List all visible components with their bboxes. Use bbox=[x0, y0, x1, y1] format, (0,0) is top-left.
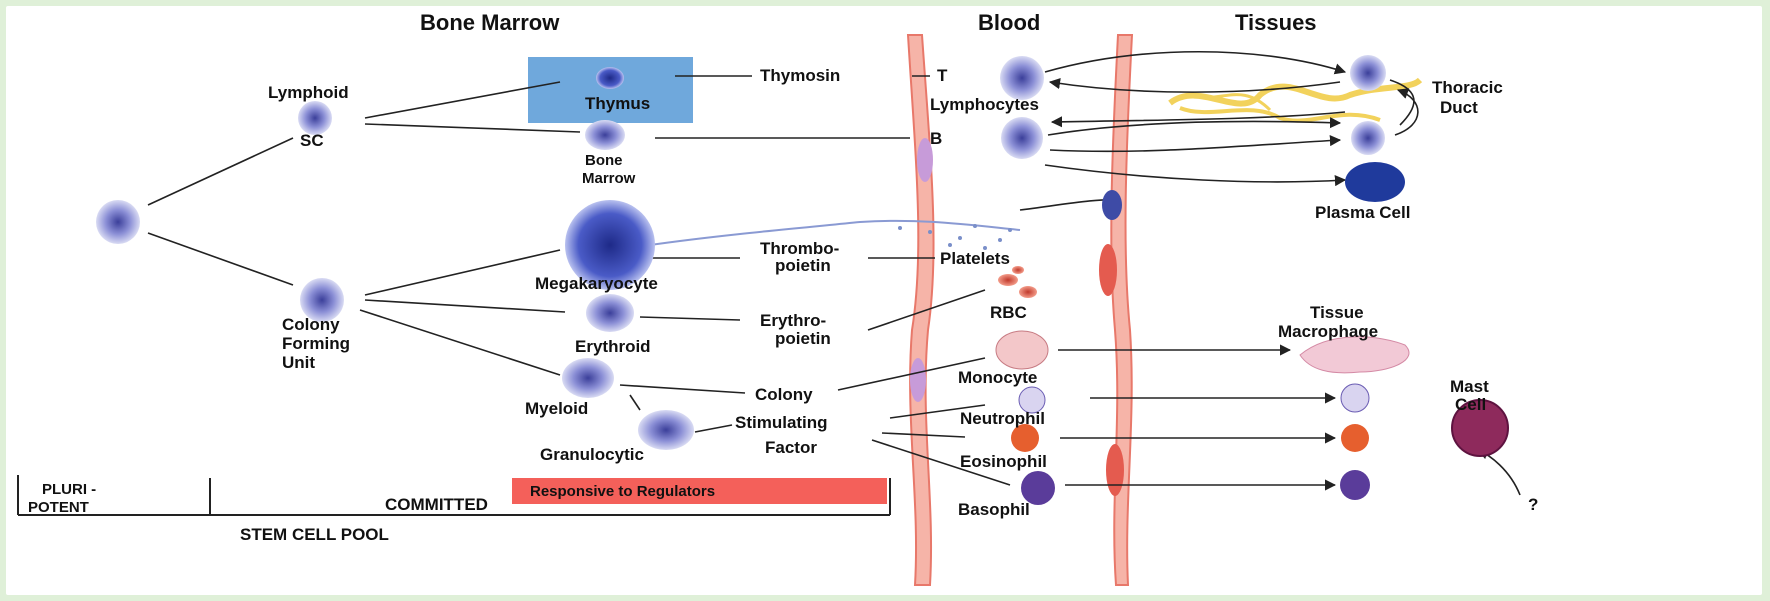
tissue-lymphocyte-2 bbox=[1351, 121, 1385, 155]
label-marrow: Marrow bbox=[582, 170, 636, 187]
monocyte-cell bbox=[996, 331, 1048, 369]
header-bone-marrow: Bone Marrow bbox=[420, 10, 560, 35]
label-neutrophil: Neutrophil bbox=[960, 409, 1045, 428]
label-poietin-1: poietin bbox=[775, 256, 831, 275]
label-erythroid: Erythroid bbox=[575, 337, 651, 356]
platelet-stream bbox=[650, 190, 1122, 250]
bone-marrow-b-cell bbox=[585, 120, 625, 150]
thymus-cell bbox=[596, 67, 624, 89]
label-lymphoid: Lymphoid bbox=[268, 83, 349, 102]
t-lymphocyte-cell bbox=[1000, 56, 1044, 100]
plasma-cell bbox=[1345, 162, 1405, 202]
label-plasma-cell: Plasma Cell bbox=[1315, 203, 1410, 222]
label-t: T bbox=[937, 66, 948, 85]
label-monocyte: Monocyte bbox=[958, 368, 1037, 387]
tissue-lymphocyte-1 bbox=[1350, 55, 1386, 91]
label-basophil: Basophil bbox=[958, 500, 1030, 519]
header-tissues: Tissues bbox=[1235, 10, 1317, 35]
footer-responsive: Responsive to Regulators bbox=[530, 483, 715, 500]
label-unit: Unit bbox=[282, 353, 315, 372]
arrows bbox=[1020, 52, 1520, 495]
label-colony-2: Colony bbox=[755, 385, 813, 404]
tissue-macrophage-cell bbox=[1300, 337, 1409, 373]
label-colony: Colony bbox=[282, 315, 340, 334]
footer-pluri: PLURI - bbox=[42, 481, 96, 498]
label-tissue: Tissue bbox=[1310, 303, 1364, 322]
tissue-neutrophil-cell bbox=[1341, 384, 1369, 412]
label-duct: Duct bbox=[1440, 98, 1478, 117]
eosinophil-cell bbox=[1011, 424, 1039, 452]
vessel-right bbox=[1111, 35, 1132, 585]
label-bone: Bone bbox=[585, 152, 623, 169]
label-macrophage: Macrophage bbox=[1278, 322, 1378, 341]
label-rbc: RBC bbox=[990, 303, 1027, 322]
lymphoid-sc-cell bbox=[298, 101, 332, 135]
label-thymus: Thymus bbox=[585, 94, 650, 113]
label-factor: Factor bbox=[765, 438, 817, 457]
thymus-box bbox=[528, 57, 693, 123]
footer-potent: POTENT bbox=[28, 499, 89, 516]
label-stimulating: Stimulating bbox=[735, 413, 828, 432]
label-thoracic: Thoracic bbox=[1432, 78, 1503, 97]
myeloid-cell bbox=[562, 358, 614, 398]
label-b: B bbox=[930, 129, 942, 148]
label-poietin-2: poietin bbox=[775, 329, 831, 348]
label-forming: Forming bbox=[282, 334, 350, 353]
label-question: ? bbox=[1528, 495, 1538, 514]
footer-committed: COMMITTED bbox=[385, 495, 488, 514]
label-lymphocytes: Lymphocytes bbox=[930, 95, 1039, 114]
tissue-basophil-cell bbox=[1340, 470, 1370, 500]
label-platelets: Platelets bbox=[940, 249, 1010, 268]
label-sc: SC bbox=[300, 131, 324, 150]
pluripotent-cell bbox=[96, 200, 140, 244]
header-blood: Blood bbox=[978, 10, 1040, 35]
tissue-eosinophil-cell bbox=[1341, 424, 1369, 452]
granulocytic-cell bbox=[638, 410, 694, 450]
rbc-cells bbox=[998, 266, 1037, 298]
footer-pool: STEM CELL POOL bbox=[240, 525, 389, 544]
label-myeloid: Myeloid bbox=[525, 399, 588, 418]
label-thymosin: Thymosin bbox=[760, 66, 840, 85]
labels: Bone Marrow Blood Tissues Lymphoid SC Th… bbox=[28, 10, 1538, 544]
label-cell: Cell bbox=[1455, 395, 1486, 414]
label-mast: Mast bbox=[1450, 377, 1489, 396]
label-eosinophil: Eosinophil bbox=[960, 452, 1047, 471]
thoracic-duct bbox=[1170, 80, 1420, 121]
label-granulocytic: Granulocytic bbox=[540, 445, 644, 464]
label-megakaryocyte: Megakaryocyte bbox=[535, 274, 658, 293]
label-erythro: Erythro- bbox=[760, 311, 826, 330]
erythroid-cell bbox=[586, 294, 634, 332]
vessel-left bbox=[908, 35, 934, 585]
b-lymphocyte-cell bbox=[1001, 117, 1043, 159]
